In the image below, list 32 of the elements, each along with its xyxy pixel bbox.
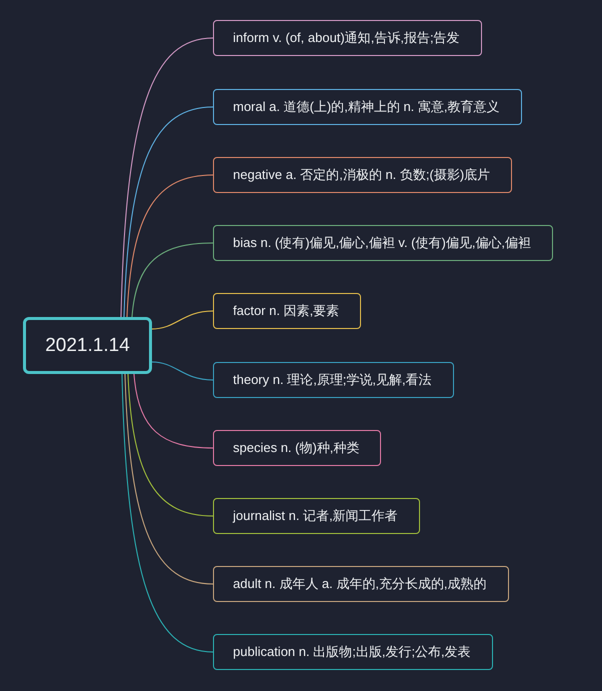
topic-text: inform v. (of, about)通知,告诉,报告;告发 — [233, 29, 460, 47]
topic-box — [213, 89, 522, 125]
topic-box — [213, 157, 512, 193]
topic-box — [213, 293, 362, 329]
branch-line — [134, 374, 214, 448]
topic-text: bias n. (使有)偏见,偏心,偏袒 v. (使有)偏见,偏心,偏袒 — [233, 234, 532, 252]
topic-box — [213, 498, 420, 534]
topic-text: species n. (物)种,种类 — [233, 439, 360, 457]
topic-text: adult n. 成年人 a. 成年的,充分长成的,成熟的 — [233, 575, 487, 593]
topic-text: journalist n. 记者,新闻工作者 — [233, 507, 398, 525]
branch-line — [128, 374, 214, 516]
topic-box — [213, 225, 554, 261]
branch-line — [124, 106, 214, 318]
topic-box — [213, 566, 509, 602]
topic-text: theory n. 理论,原理;学说,见解,看法 — [233, 371, 432, 389]
topic-box — [213, 20, 482, 56]
topic-box — [213, 430, 382, 466]
topic-text: factor n. 因素,要素 — [233, 302, 340, 320]
topic-text: negative a. 否定的,消极的 n. 负数;(摄影)底片 — [233, 166, 490, 184]
topic-box — [213, 362, 454, 398]
branch-line — [126, 174, 214, 318]
topic-box — [213, 634, 493, 670]
branch-line — [122, 374, 214, 652]
topic-text: publication n. 出版物;出版,发行;公布,发表 — [233, 643, 471, 661]
branch-line — [132, 242, 214, 318]
branch-line — [152, 310, 214, 330]
central-topic-box — [23, 317, 152, 374]
topic-text: moral a. 道德(上)的,精神上的 n. 寓意,教育意义 — [233, 98, 500, 116]
branch-line — [120, 38, 214, 318]
branch-line — [124, 374, 214, 584]
topic-title: 2021.1.14 — [45, 334, 130, 356]
branch-line — [152, 362, 214, 380]
